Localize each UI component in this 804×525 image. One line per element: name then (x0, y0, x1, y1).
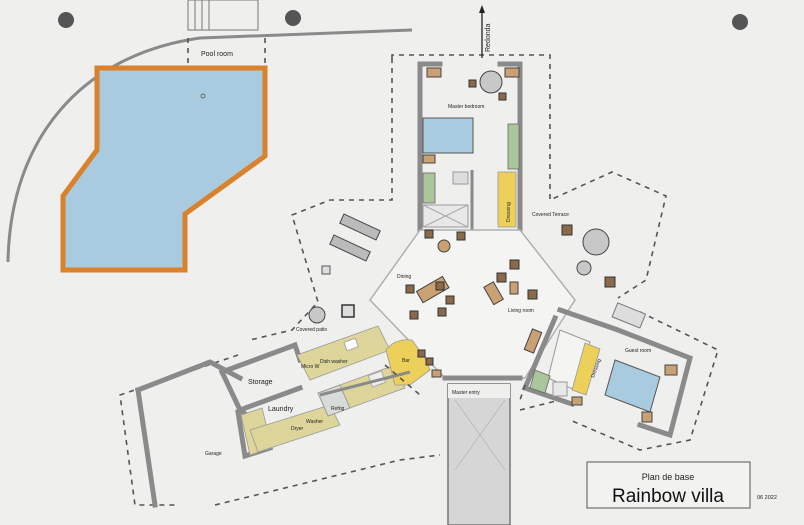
terrace-table (582, 228, 610, 256)
pool-gate (187, 0, 259, 31)
terrace-chair (604, 276, 616, 288)
guest-room-label: Guest room (625, 348, 651, 354)
entry-hatch (454, 399, 506, 471)
dining-label: Dining (397, 274, 411, 280)
plan-subtitle: Plan de base (642, 472, 695, 482)
guest-wing (521, 302, 693, 439)
master-entry-label: Master entry (452, 390, 480, 396)
laundry-label: Laundry (268, 406, 294, 413)
patio-furniture (308, 213, 381, 324)
garage-label: Garage (205, 451, 222, 457)
master-bedroom-label: Master bedroom (448, 104, 484, 110)
refrig-label: Refrig (331, 406, 345, 412)
patio-outline (249, 58, 393, 341)
covered-patio-label: Covered patio (296, 327, 327, 333)
pool-room-label: Pool room (201, 51, 233, 58)
covered-terrace-label: Covered Terrace (532, 212, 569, 218)
terrace-outline (391, 54, 667, 299)
binder-hole (285, 10, 301, 26)
terrace-chair (561, 224, 573, 236)
dining-table-set (405, 229, 466, 320)
service-wing (134, 325, 442, 508)
storage-label: Storage (248, 379, 273, 386)
dish-washer-label: Dish washer (320, 359, 348, 365)
main-living-area (369, 229, 576, 379)
garage-outline (119, 354, 239, 506)
binder-hole (732, 14, 748, 30)
dryer-label: Dryer (291, 426, 304, 432)
entry-dashes (384, 364, 526, 401)
plan-title: Rainbow villa (612, 486, 724, 507)
micro-w-label: Micro W (301, 364, 320, 370)
direction-label: Redonda (485, 23, 492, 52)
master-entry-drive (447, 383, 511, 525)
bar-label: Bar (402, 358, 410, 364)
terrace-stool (576, 260, 592, 276)
washer-label: Washer (306, 419, 323, 425)
living-room-label: Living room (508, 308, 534, 314)
master-dressing-label: Dressing (506, 202, 512, 222)
property-boundary (6, 28, 413, 263)
pool-room-outline (187, 38, 266, 66)
swimming-pool (60, 65, 268, 273)
entry-outline (214, 399, 561, 506)
guest-outline (569, 311, 719, 451)
master-bedroom (417, 61, 523, 233)
arrow-head-icon (479, 5, 485, 13)
pool-drain (200, 93, 206, 99)
title-block (586, 461, 751, 509)
plan-date: 06 2022 (757, 495, 777, 501)
living-furniture (483, 259, 538, 306)
binder-hole (58, 12, 74, 28)
